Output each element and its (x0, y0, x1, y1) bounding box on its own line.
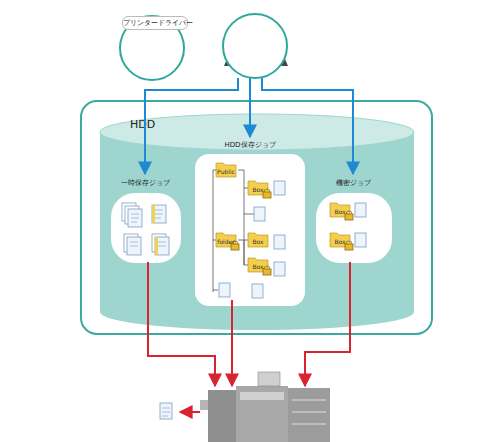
driver-group: プリンタードライバー (118, 12, 290, 78)
printer-machine (200, 372, 330, 442)
hdd-stored-job-panel: HDD保存ジョブ (192, 138, 308, 310)
hdd-area: HDD 一時保存ジョブ HDD保存ジョブ機密ジョブ (80, 100, 433, 335)
node-label: 機密ジョブ (312, 178, 394, 188)
node-label: HDD保存ジョブ (192, 140, 308, 150)
output-document (160, 403, 172, 419)
hdd-area-outline (100, 114, 414, 150)
printer-machine (240, 392, 284, 400)
printer-machine (236, 386, 288, 442)
node-label: HDD (130, 118, 155, 131)
temporary-job-panel: 一時保存ジョブ (105, 175, 185, 267)
printer-machine (208, 390, 236, 442)
temporary-job-panel-outline (111, 193, 181, 263)
output-document (162, 408, 170, 416)
hdd-area-outline (81, 101, 432, 334)
print-flow-arrows (180, 411, 200, 413)
temporary-job-panel-outline (105, 175, 185, 267)
confidential-job-panel-outline (312, 175, 394, 267)
hdd-area-outline (100, 132, 414, 330)
confidential-job-panel: 機密ジョブ (312, 175, 394, 267)
printer-machine (200, 400, 208, 410)
printer-machine (292, 400, 326, 424)
output-document (160, 403, 172, 419)
hdd-stored-job-panel-outline (195, 154, 305, 306)
printer-machine (288, 388, 330, 442)
printer-machine (258, 372, 280, 386)
driver-group-outline (223, 14, 287, 78)
hdd-stored-job-panel-outline (192, 138, 308, 310)
node-label: 一時保存ジョブ (105, 178, 185, 188)
node-label: プリンタードライバー (122, 16, 188, 30)
confidential-job-panel-outline (316, 193, 392, 263)
